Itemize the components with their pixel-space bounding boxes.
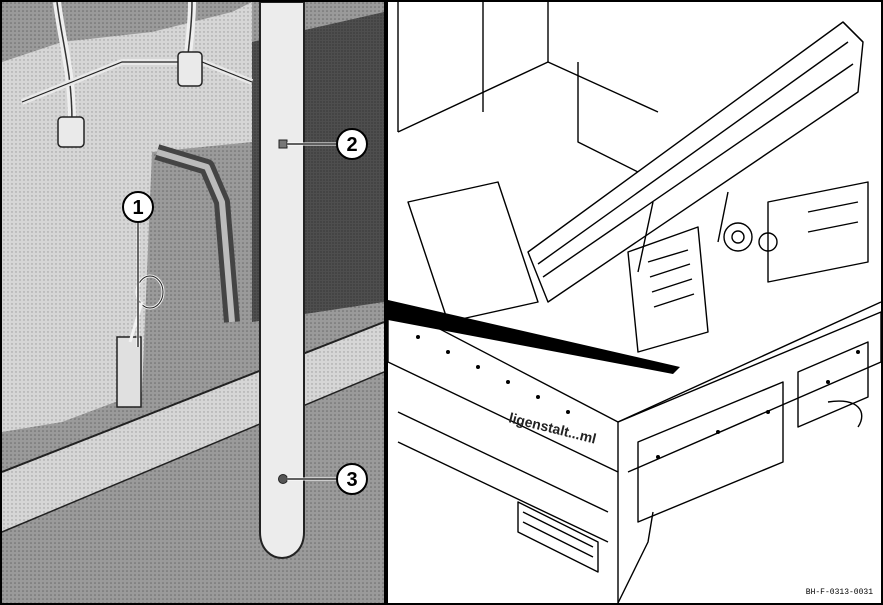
- image-code: BH-F-0313-0031: [805, 588, 873, 597]
- svg-text:3: 3: [346, 469, 357, 491]
- callout-3: 3: [336, 463, 368, 495]
- pointer-arrow: [388, 300, 680, 374]
- hood-strut: [637, 201, 654, 273]
- valve-block: [627, 226, 709, 353]
- side-flap: [407, 181, 539, 323]
- pump-wheel: [723, 222, 753, 252]
- rear-top-rail: [397, 61, 659, 133]
- left-detail-panel: 1 2 3: [2, 2, 384, 603]
- callout-2: 2: [336, 128, 368, 160]
- right-overview-drawing: ligenstalt...ml: [388, 2, 881, 603]
- dipstick-mark-min: [278, 474, 288, 484]
- dipstick-handle-tube: [116, 336, 142, 408]
- fitting-left: [57, 116, 85, 148]
- right-overview-panel: ligenstalt...ml BH-F-0313-0031: [388, 2, 881, 603]
- callout-1: 1: [122, 191, 154, 223]
- front-grille: [517, 501, 599, 573]
- rivets: [416, 335, 860, 459]
- fitting-right: [177, 51, 203, 87]
- panel-divider: [384, 0, 388, 605]
- dipstick-mark-max: [278, 139, 288, 149]
- side-access-panel: [637, 381, 784, 523]
- chassis-front-face: [388, 361, 619, 603]
- svg-text:1: 1: [132, 197, 143, 219]
- dipstick-blade: [259, 2, 305, 560]
- svg-text:2: 2: [346, 134, 357, 156]
- left-detail-drawing: 1 2 3: [2, 2, 384, 603]
